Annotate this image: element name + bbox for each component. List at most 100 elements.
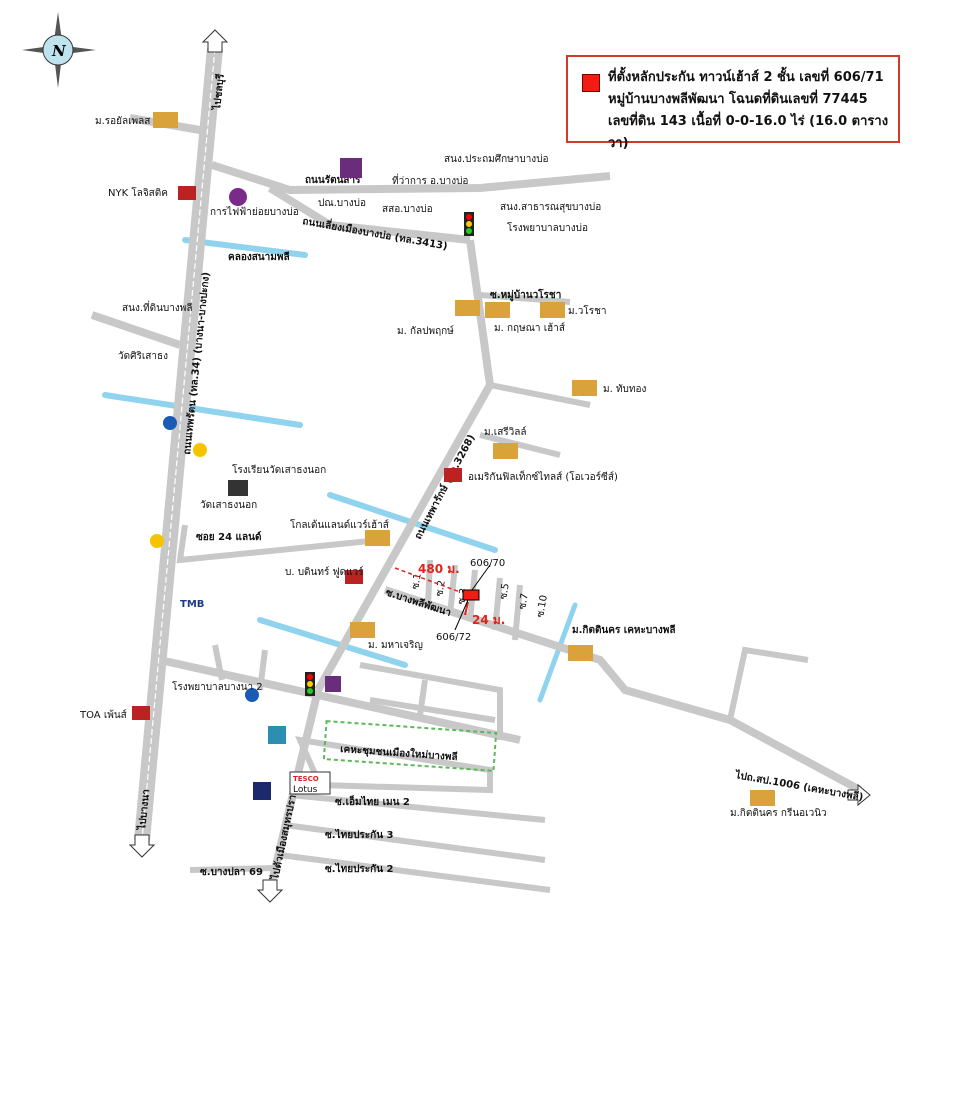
canal xyxy=(102,392,303,428)
rattanasan-road xyxy=(210,161,611,195)
factory-icon xyxy=(132,706,150,720)
soi-label: ซ.7 xyxy=(517,593,531,611)
place-label: ที่ว่าการ อ.บางบ่อ xyxy=(392,173,468,187)
school-icon xyxy=(228,480,248,496)
village-icon xyxy=(750,790,775,806)
area-label: เคหะชุมชนเมืองใหม่บางพลี xyxy=(340,742,458,763)
soi-label: ซ.1 xyxy=(410,573,424,591)
distance-label: 480 ม. xyxy=(418,562,460,576)
village-icon xyxy=(365,530,390,546)
lotus-label: Lotus xyxy=(293,785,318,795)
place-label: ม. กฤษณา เฮ้าส์ xyxy=(494,322,565,334)
distance-label: 24 ม. xyxy=(472,613,505,627)
place-label: วัดเสาธงนอก xyxy=(200,500,257,511)
village-icon xyxy=(540,302,565,318)
arrow-down-icon xyxy=(256,879,284,903)
village-icon xyxy=(568,645,593,661)
soi-label: ซ.10 xyxy=(535,594,550,618)
village-icon xyxy=(493,443,518,459)
place-label: วัดศิริเสาธง xyxy=(118,351,168,362)
road xyxy=(727,646,809,721)
roads xyxy=(90,47,862,893)
subject-property: 480 ม. 24 ม. 606/70 606/72 xyxy=(394,558,505,643)
place-label: ม.รอยัลเพลส xyxy=(95,116,150,127)
traffic-light-icon xyxy=(305,672,315,696)
soi-label: ซ.5 xyxy=(498,583,512,601)
place-label: โรงเรียนวัดเสาธงนอก xyxy=(232,463,326,476)
place-label: บ. บดินทร์ ฟูดแวร์ xyxy=(285,566,364,578)
ptt-icon xyxy=(163,416,177,430)
road-label: ซ.ไทยประกัน 2 xyxy=(325,862,394,875)
arrow-right-icon xyxy=(847,783,871,807)
tesco-label: TESCO xyxy=(293,775,319,783)
place-label: โรงพยาบาลบางนา 2 xyxy=(172,680,263,693)
place-label: สนง.สาธารณสุขบางบ่อ xyxy=(500,202,601,213)
place-label: ม.กิตตินคร เคหะบางพลี xyxy=(572,624,675,636)
bangkok-bank-icon xyxy=(253,782,271,800)
bank-icon xyxy=(340,158,362,178)
direction-arrows xyxy=(128,29,871,903)
place-label: ปณ.บางบ่อ xyxy=(318,198,366,209)
local-roads xyxy=(212,644,503,740)
road-label: ซ.ไทยประกัน 3 xyxy=(325,828,394,841)
tmb-logo: TMB xyxy=(180,599,204,610)
village-icon xyxy=(455,300,480,316)
canal xyxy=(537,602,578,703)
tesco-lotus-logo xyxy=(289,771,331,795)
bypass-road xyxy=(267,184,471,244)
compass-letter: N xyxy=(51,42,67,60)
road xyxy=(90,311,182,349)
house-number: 606/70 xyxy=(470,558,505,569)
place-label: ม.เสรีวิลล์ xyxy=(484,426,527,438)
place-labels: ม.รอยัลเพลส NYK โลจิสติค การไฟฟ้าย่อยบาง… xyxy=(79,116,827,819)
bank-icon xyxy=(325,676,341,692)
legend-line: หมู่บ้านบางพลีพัฒนา โฉนดที่ดินเลขที่ 774… xyxy=(608,92,868,107)
shell-icon xyxy=(193,443,207,457)
place-label: โกลเด้นแลนด์แวร์เฮ้าส์ xyxy=(290,518,389,531)
property-marker xyxy=(462,589,480,601)
road-label: ถนนเทพารักษ์ (ทล.3268) xyxy=(412,433,477,542)
road-label: ซอย 24 แลนด์ xyxy=(196,531,261,543)
traffic-light-icon xyxy=(464,212,474,236)
road-label: ซ.บางปลา 69 xyxy=(200,866,263,878)
arrow-down-icon xyxy=(128,834,156,858)
place-icons xyxy=(132,112,775,806)
kheha-block xyxy=(295,736,493,794)
house-number: 606/72 xyxy=(436,632,471,643)
electricity-icon xyxy=(229,188,247,206)
canal-label: คลองสนามพลี xyxy=(228,251,290,263)
road-label: ไปบางนา xyxy=(135,788,152,831)
place-label: NYK โลจิสติค xyxy=(108,186,168,199)
shell-icon xyxy=(150,534,164,548)
road-label: ซ.หมู่บ้านวโรชา xyxy=(490,288,561,302)
lower-sois xyxy=(189,792,551,893)
place-label: ม. กัลปพฤกษ์ xyxy=(397,325,454,337)
place-label: การไฟฟ้าย่อยบางบ่อ xyxy=(210,206,299,218)
place-label: ม.วโรชา xyxy=(568,304,607,317)
arrow-up-icon xyxy=(201,29,229,53)
road xyxy=(489,382,591,408)
road-label: ซ.เอ็มไทย เมน 2 xyxy=(335,794,410,808)
place-label: สนง.ประถมศึกษาบางบ่อ xyxy=(444,153,549,165)
bangchak-icon xyxy=(268,726,286,744)
compass-icon: N xyxy=(22,12,96,88)
place-label: ม. ทับทอง xyxy=(603,384,646,395)
soi-24-road xyxy=(176,524,381,564)
factory-icon xyxy=(345,570,363,584)
place-label: สสอ.บางบ่อ xyxy=(382,204,433,215)
place-label: โรงพยาบาลบางบ่อ xyxy=(507,221,588,234)
lower-road xyxy=(159,656,521,744)
ptt-icon xyxy=(245,688,259,702)
place-label: ม.กิตตินคร กรีนอเวนิว xyxy=(730,807,827,819)
factory-icon xyxy=(444,468,462,482)
village-icon xyxy=(153,112,178,128)
legend-text: ที่ตั้งหลักประกัน ทาวน์เฮ้าส์ 2 ชั้น เลข… xyxy=(608,67,898,155)
legend-line: ที่ตั้งหลักประกัน ทาวน์เฮ้าส์ 2 ชั้น เลข… xyxy=(608,70,884,85)
village-icon xyxy=(485,302,510,318)
factory-icon xyxy=(178,186,196,200)
kheha-area xyxy=(322,720,498,772)
place-label: สนง.ที่ดินบางพลี xyxy=(122,300,193,314)
property-color-swatch xyxy=(582,74,600,92)
